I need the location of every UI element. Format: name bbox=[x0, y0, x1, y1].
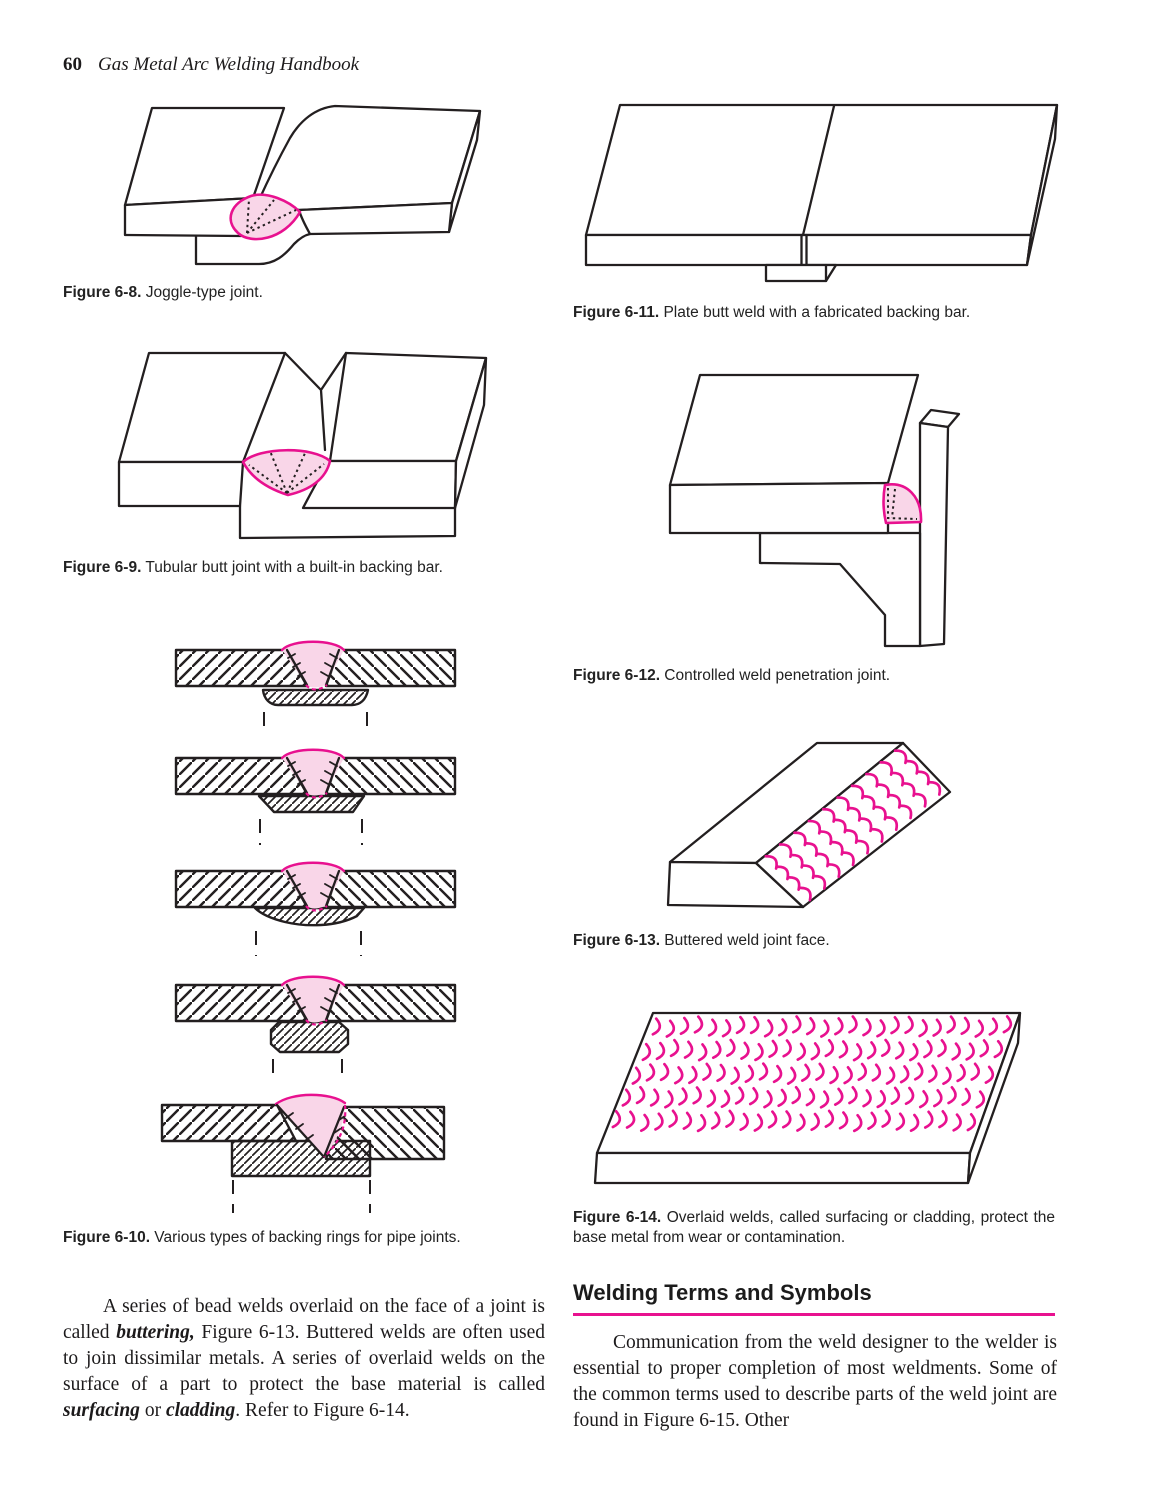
weld-bead bbox=[229, 193, 302, 241]
figure-6-9-drawing-tubular-butt-joint bbox=[117, 351, 488, 540]
figure-6-14-caption: Figure 6-14. Overlaid welds, called surf… bbox=[573, 1209, 1055, 1247]
page-header: 60 Gas Metal Arc Welding Handbook bbox=[63, 54, 359, 76]
figure-6-11-drawing-plate-butt-weld bbox=[584, 103, 1059, 283]
figure-6-13-drawing-buttered-face bbox=[666, 741, 952, 909]
figure-6-11-caption: Figure 6-11. Plate butt weld with a fabr… bbox=[573, 304, 971, 321]
figure-6-10-caption: Figure 6-10. Various types of backing ri… bbox=[63, 1229, 461, 1246]
figure-6-8-caption: Figure 6-8. Joggle-type joint. bbox=[63, 284, 263, 301]
figure-6-12-drawing-controlled-penetration bbox=[668, 373, 961, 648]
figure-6-13-caption: Figure 6-13. Buttered weld joint face. bbox=[573, 932, 830, 949]
figure-6-14-drawing-surfacing bbox=[593, 1011, 1022, 1185]
body-paragraph-buttering: A series of bead welds overlaid on the f… bbox=[63, 1296, 545, 1421]
body-paragraph-communication: Communication from the weld designer to … bbox=[573, 1332, 1057, 1431]
figure-6-12-caption: Figure 6-12. Controlled weld penetration… bbox=[573, 667, 891, 684]
section-heading: Welding Terms and Symbols bbox=[573, 1280, 1055, 1316]
figure-6-10-drawing-backing-rings bbox=[160, 640, 457, 1213]
weld-bead bbox=[241, 448, 332, 497]
weld-bead-scallops bbox=[764, 749, 942, 902]
book-title: Gas Metal Arc Welding Handbook bbox=[98, 54, 360, 75]
figure-6-9-caption: Figure 6-9. Tubular butt joint with a bu… bbox=[63, 559, 443, 576]
page-number: 60 bbox=[63, 54, 82, 75]
weld-bead-scallops bbox=[611, 1015, 1013, 1133]
figure-6-8-drawing-joggle-joint bbox=[123, 104, 482, 266]
